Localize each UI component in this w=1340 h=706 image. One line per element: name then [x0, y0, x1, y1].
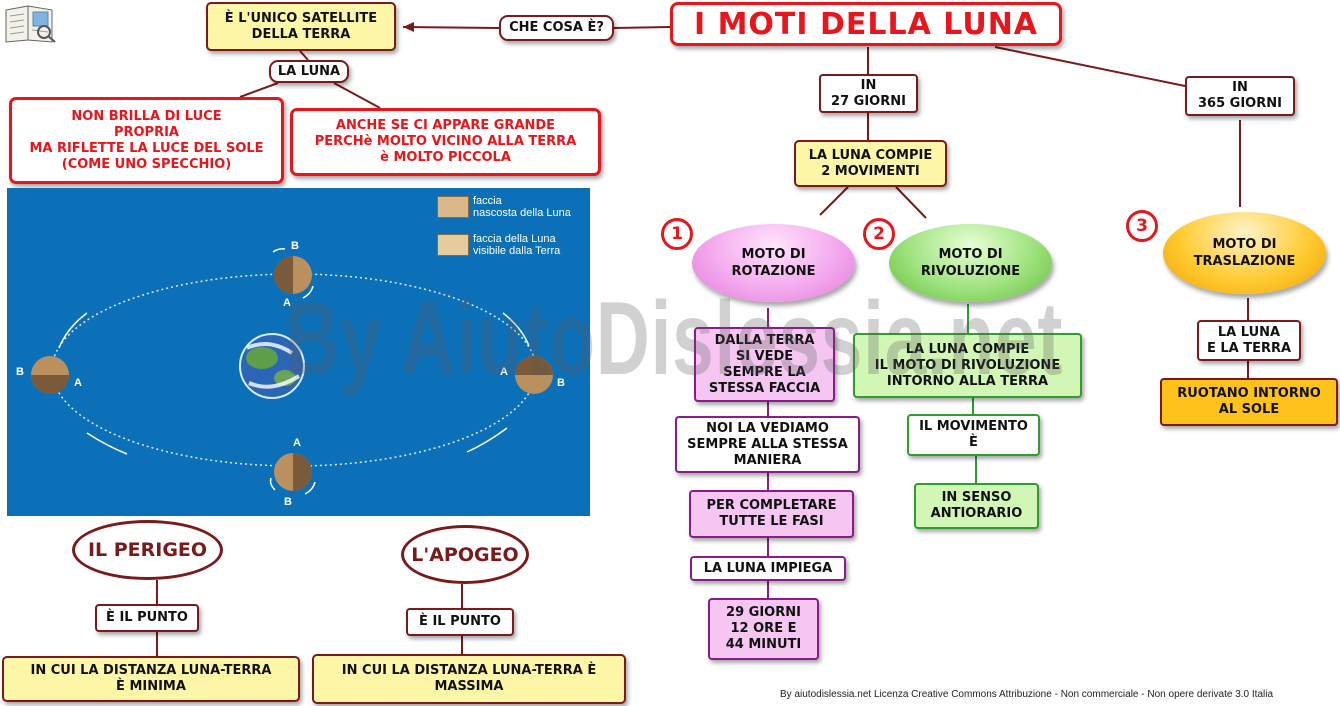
apogee-point-label: È IL PUNTO [406, 608, 514, 636]
number-1-badge: 1 [661, 218, 693, 250]
main-title: I MOTI DELLA LUNA [670, 2, 1062, 46]
minimum-distance-node: IN CUI LA DISTANZA LUNA-TERRA È MINIMA [2, 656, 300, 702]
legend-hidden-face: faccia nascosta della Luna [473, 195, 571, 219]
translation-node: MOTO DI TRASLAZIONE [1163, 212, 1326, 294]
orbit-illustration: B A B A A B A B faccia nascosta della Lu… [7, 188, 590, 516]
moon-bottom-b-label: B [284, 496, 292, 508]
revolution-node: MOTO DI RIVOLUZIONE [889, 224, 1052, 302]
moon-top-a-label: A [283, 297, 291, 309]
rotation-item-5: 29 GIORNI 12 ORE E 44 MINUTI [708, 598, 819, 660]
no-own-light-node: NON BRILLA DI LUCE PROPRIA MA RIFLETTE L… [9, 97, 284, 184]
rotation-item-3: PER COMPLETARE TUTTE LE FASI [689, 490, 854, 538]
moon-left-b-label: B [16, 366, 24, 378]
revolution-item-2: IL MOVIMENTO È [907, 414, 1040, 456]
moon-bottom-icon [274, 453, 312, 491]
perigee-point-label: È IL PUNTO [95, 604, 199, 632]
moon-right-icon [515, 356, 553, 394]
hidden-face-swatch [437, 196, 469, 218]
moon-bottom-a-label: A [293, 437, 301, 449]
days-27-label: IN 27 GIORNI [819, 74, 918, 113]
rotation-node: MOTO DI ROTAZIONE [692, 224, 855, 302]
moon-right-a-label: A [500, 366, 508, 378]
maximum-distance-node: IN CUI LA DISTANZA LUNA-TERRA È MASSIMA [312, 654, 626, 704]
revolution-item-3: IN SENSO ANTIORARIO [914, 483, 1039, 529]
la-luna-label: LA LUNA [269, 60, 349, 83]
apogee-node: L'APOGEO [401, 525, 529, 584]
two-movements-node: LA LUNA COMPIE 2 MOVIMENTI [794, 140, 947, 187]
moon-top-b-label: B [291, 240, 299, 252]
question-label: CHE COSA È? [499, 15, 614, 41]
moon-right-b-label: B [557, 377, 565, 389]
perigee-node: IL PERIGEO [72, 520, 223, 580]
orbit-drawing: B A B A A B A B [16, 240, 565, 508]
earth-icon [239, 333, 305, 399]
rotation-item-1: DALLA TERRA SI VEDE SEMPRE LA STESSA FAC… [694, 327, 835, 402]
rotation-item-4: LA LUNA IMPIEGA [690, 556, 846, 581]
very-small-node: ANCHE SE CI APPARE GRANDE PERCHè MOLTO V… [290, 108, 601, 176]
days-365-label: IN 365 GIORNI [1185, 76, 1295, 116]
legend-visible-face: faccia della Luna visibile dalla Terra [473, 233, 561, 257]
moon-left-a-label: A [74, 377, 82, 389]
book-logo-icon [5, 5, 56, 43]
translation-item-2: RUOTANO INTORNO AL SOLE [1160, 378, 1338, 426]
satellite-node: È L'UNICO SATELLITE DELLA TERRA [206, 2, 396, 51]
revolution-item-1: LA LUNA COMPIE IL MOTO DI RIVOLUZIONE IN… [853, 333, 1082, 398]
translation-item-1: LA LUNA E LA TERRA [1197, 320, 1301, 361]
moon-left-icon [31, 356, 69, 394]
visible-face-swatch [437, 234, 469, 256]
number-2-badge: 2 [863, 218, 895, 250]
number-3-badge: 3 [1126, 210, 1158, 242]
moon-top-icon [274, 256, 312, 294]
license-footer: By aiutodislessia.net Licenza Creative C… [780, 689, 1274, 700]
rotation-item-2: NOI LA VEDIAMO SEMPRE ALLA STESSA MANIER… [675, 416, 860, 473]
